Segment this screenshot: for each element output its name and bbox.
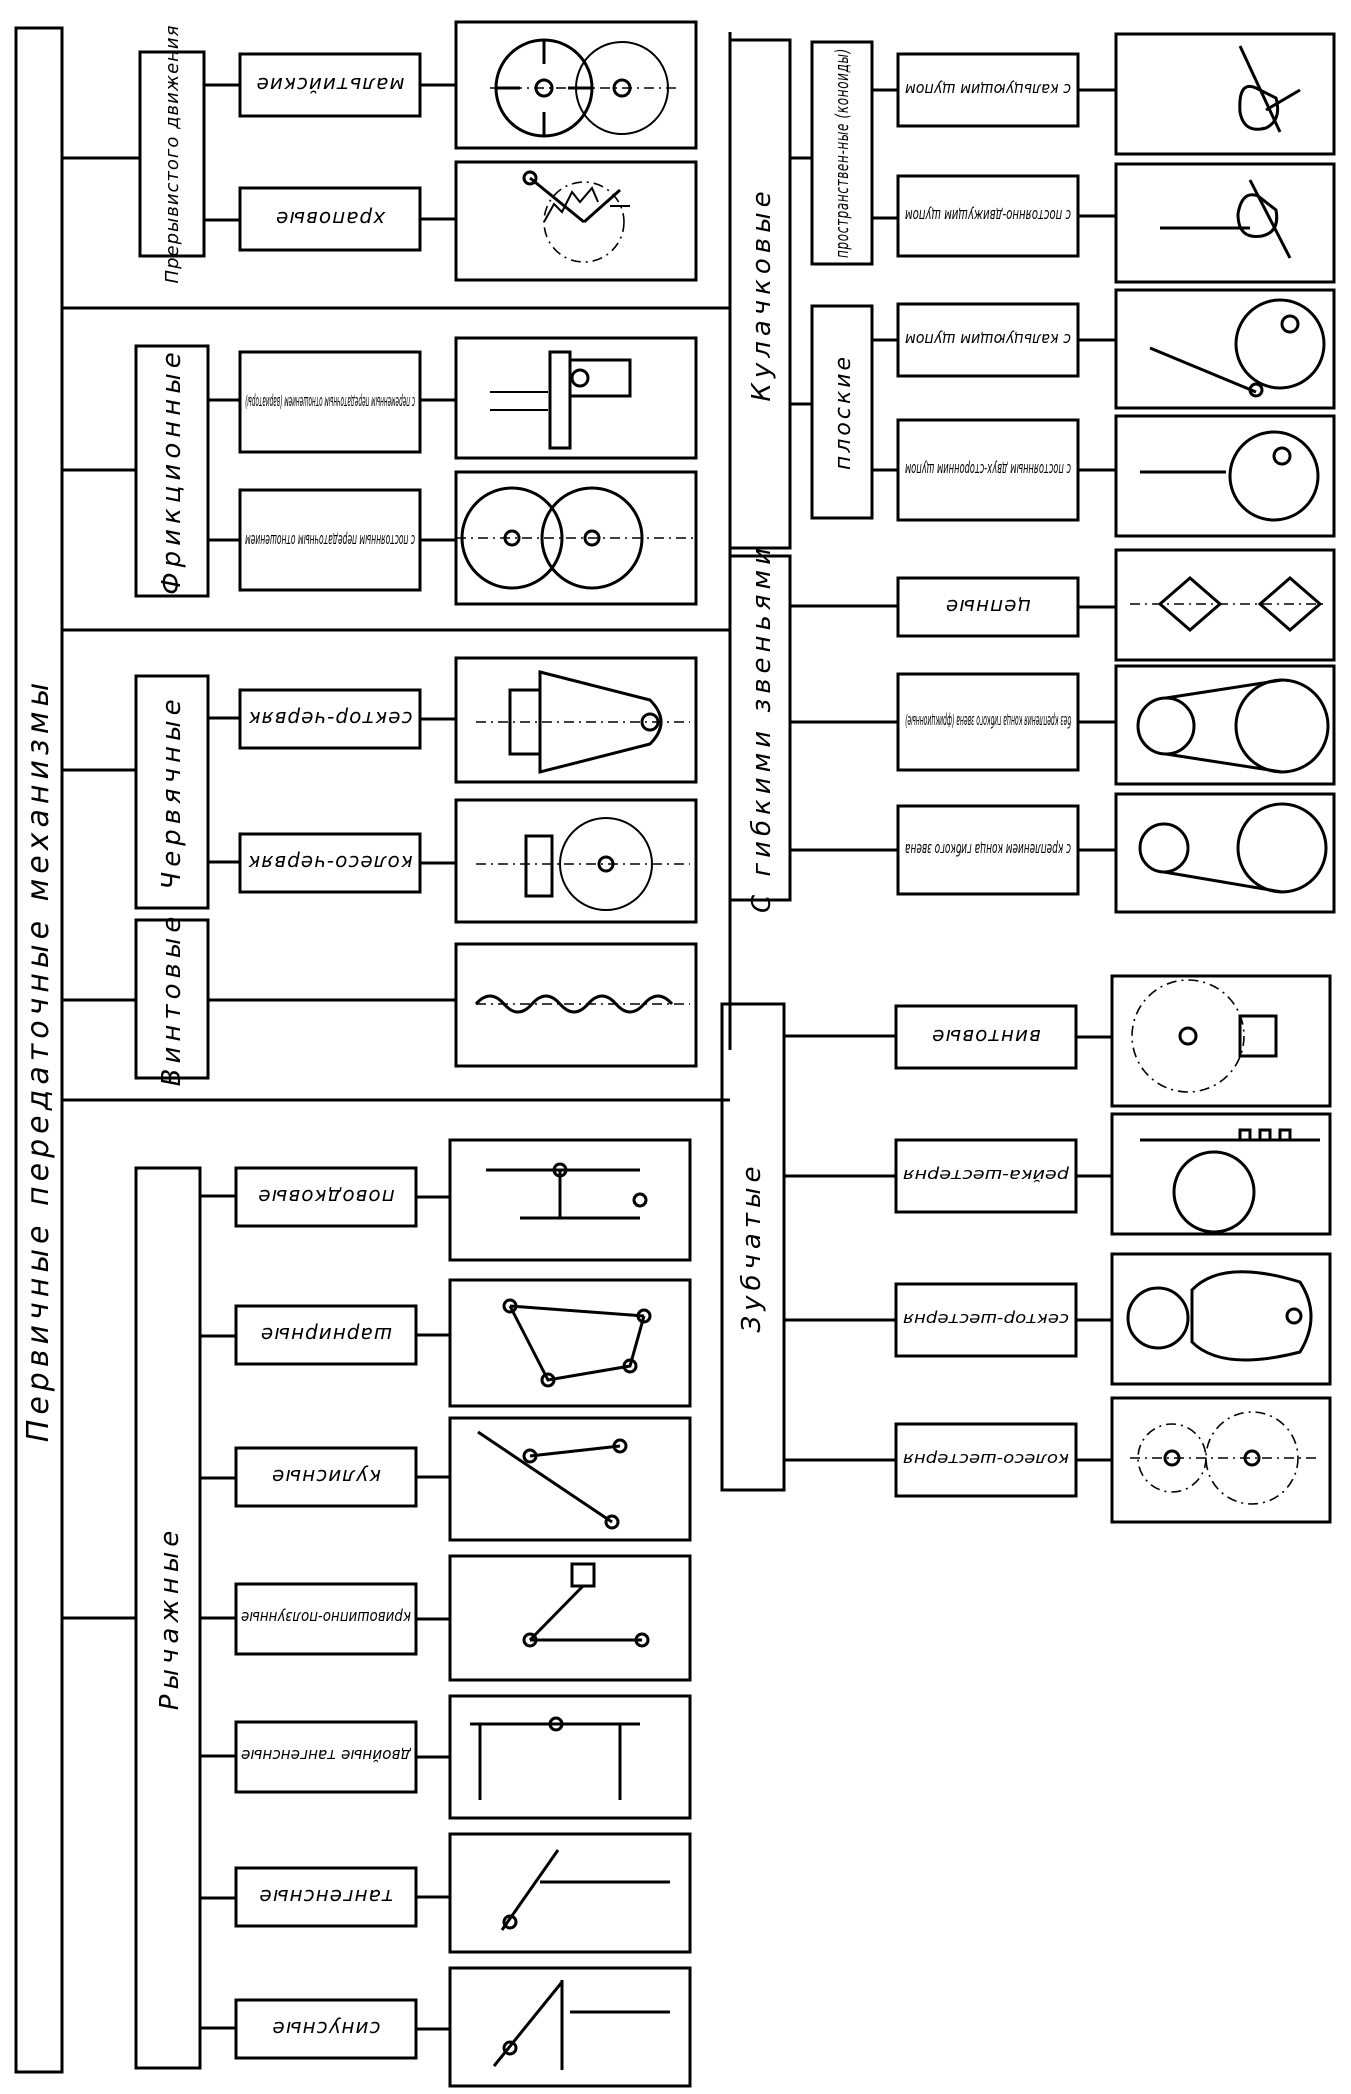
mechanism-flex-chain: цепные <box>896 548 1336 662</box>
label-cam-spatial: пространствен-ные (коноиды) <box>832 48 853 258</box>
label-intermittent: Прерывистого движения <box>162 25 183 284</box>
lever-tangent-icon <box>500 1849 670 1931</box>
sector-gear-icon <box>1126 1270 1313 1362</box>
lever-rocker-icon <box>477 1430 628 1530</box>
category-flexible: С гибкими звеньями <box>728 543 898 913</box>
chain-drive-icon <box>1130 576 1326 632</box>
worm-wheel-icon <box>476 817 690 911</box>
label-friction-variable: с переменным передаточным отношением (ва… <box>245 393 415 412</box>
label-cam-flat: плоские <box>831 354 856 470</box>
conoid-closing-icon <box>1238 45 1301 133</box>
mechanism-lever-hinge: шарнирные <box>234 1278 692 1408</box>
flat-cam-closing-icon <box>1149 298 1326 398</box>
mechanism-cam-sp-closing: с кальцующим щупом <box>896 32 1336 156</box>
label-lever-crank: кривошипно-ползунные <box>241 1608 411 1627</box>
mechanism-screw <box>454 942 698 1068</box>
label-maltese: мальтийские <box>256 73 405 97</box>
label-screw: Винтовые <box>157 912 187 1087</box>
category-worm: Червячные <box>134 674 240 910</box>
label-flex-fixed: с креплением конца гибкого звена <box>905 840 1071 859</box>
label-gear-wheel: колесо-шестерня <box>903 1450 1069 1469</box>
category-cam-spatial: пространствен-ные (коноиды) <box>810 40 898 266</box>
variator-icon <box>490 350 632 450</box>
lever-sine-icon <box>492 1980 670 2070</box>
root-label: Первичные передаточные механизмы <box>21 678 56 1442</box>
label-cam: Кулачковые <box>747 186 777 401</box>
mechanism-lever-crank: кривошипно-ползунные <box>234 1554 692 1682</box>
lever-double-tangent-icon <box>470 1716 640 1800</box>
helical-gear-icon <box>1131 979 1278 1093</box>
mechanism-cam-fl-closing: с кальцующим щупом <box>896 288 1336 410</box>
mechanism-worm-sector: сектор-червяк <box>238 656 698 784</box>
mechanism-flex-fixed: с креплением конца гибкого звена <box>896 792 1336 914</box>
label-friction: Фрикционные <box>157 347 187 595</box>
mechanism-friction-constant: с постоянным передаточным отношением <box>238 470 698 606</box>
label-gear: Зубчатые <box>737 1161 767 1332</box>
category-lever: Рычажные <box>134 1166 202 2070</box>
friction-wheels-icon <box>456 486 696 590</box>
mechanism-gear-rack: рейка-шестерня <box>894 1112 1332 1236</box>
label-friction-constant: с постоянным передаточным отношением <box>245 531 415 550</box>
mechanism-gear-screw: винтовые <box>894 974 1332 1108</box>
conoid-moving-icon <box>1160 179 1292 259</box>
mechanism-cam-sp-moving: с постоянно-движущим щупом <box>896 162 1336 284</box>
category-cam-flat: плоские <box>810 304 898 520</box>
mechanism-lever-tangent: тангенсные <box>234 1832 692 1954</box>
category-gear: Зубчатые <box>720 1002 896 1492</box>
worm-sector-icon <box>476 670 690 774</box>
mechanism-friction-variable: с переменным передаточным отношением (ва… <box>238 336 698 460</box>
mechanism-lever-double-tangent: двойные тангенсные <box>234 1694 692 1820</box>
mechanism-cam-fl-moving: с постоянным двух-сторонним щупом <box>896 414 1336 538</box>
label-lever-tangent: тангенсные <box>258 1885 393 1909</box>
mechanism-ratchet: храповые <box>238 160 698 282</box>
label-worm-sector: сектор-червяк <box>248 707 413 731</box>
label-lever-hinge: шарнирные <box>260 1323 392 1347</box>
label-ratchet: храповые <box>275 207 386 231</box>
lever-hinge-icon <box>502 1298 652 1388</box>
mechanism-gear-wheel: колесо-шестерня <box>894 1396 1332 1524</box>
category-intermittent: Прерывистого движения <box>120 25 240 284</box>
label-flexible: С гибкими звеньями <box>747 543 777 913</box>
mechanism-lever-sine: синусные <box>234 1966 692 2088</box>
maltese-icon <box>490 38 680 138</box>
mechanism-lever-rocker: кулисные <box>234 1416 692 1542</box>
label-flex-friction: без крепления конца гибкого звена (фрикц… <box>905 712 1071 731</box>
category-screw: Винтовые <box>134 912 456 1087</box>
flat-cam-bilateral-icon <box>1140 430 1320 522</box>
label-lever-sine: синусные <box>271 2017 380 2041</box>
label-worm: Червячные <box>157 694 187 889</box>
root-box: Первичные передаточные механизмы <box>14 26 64 2074</box>
mechanism-worm-wheel: колесо-червяк <box>238 798 698 924</box>
mechanism-lever-drive: поводковые <box>234 1138 692 1262</box>
label-cam-fl-closing: с кальцующим щупом <box>905 330 1071 349</box>
label-gear-rack: рейка-шестерня <box>903 1166 1071 1185</box>
lever-crank-icon <box>522 1562 650 1648</box>
mechanism-flex-friction: без крепления конца гибкого звена (фрикц… <box>896 664 1336 786</box>
label-gear-screw: винтовые <box>931 1025 1041 1049</box>
label-lever-double-tangent: двойные тангенсные <box>241 1746 412 1765</box>
label-cam-sp-closing: с кальцующим щупом <box>905 80 1071 99</box>
category-friction: Фрикционные <box>134 344 240 598</box>
lever-connectors <box>200 1194 236 2030</box>
rack-pinion-icon <box>1140 1128 1320 1234</box>
ratchet-icon <box>522 170 630 263</box>
label-gear-sector: сектор-шестерня <box>903 1310 1069 1329</box>
label-lever-rocker: кулисные <box>271 1465 381 1489</box>
belt-drive-icon <box>1136 678 1330 774</box>
fixed-belt-icon <box>1138 802 1328 894</box>
label-worm-wheel: колесо-червяк <box>247 851 413 875</box>
lever-drive-icon <box>486 1162 648 1220</box>
screw-thread-icon <box>474 994 690 1014</box>
label-cam-fl-moving: с постоянным двух-сторонним щупом <box>905 460 1071 479</box>
category-cam: Кулачковые <box>728 38 812 550</box>
label-lever-drive: поводковые <box>257 1185 394 1209</box>
spur-gears-icon <box>1130 1411 1320 1505</box>
label-flex-chain: цепные <box>945 595 1031 619</box>
mechanism-maltese: мальтийские <box>238 20 698 150</box>
mechanism-gear-sector: сектор-шестерня <box>894 1252 1332 1386</box>
label-cam-sp-moving: с постоянно-движущим щупом <box>905 206 1071 225</box>
label-lever: Рычажные <box>155 1526 185 1710</box>
